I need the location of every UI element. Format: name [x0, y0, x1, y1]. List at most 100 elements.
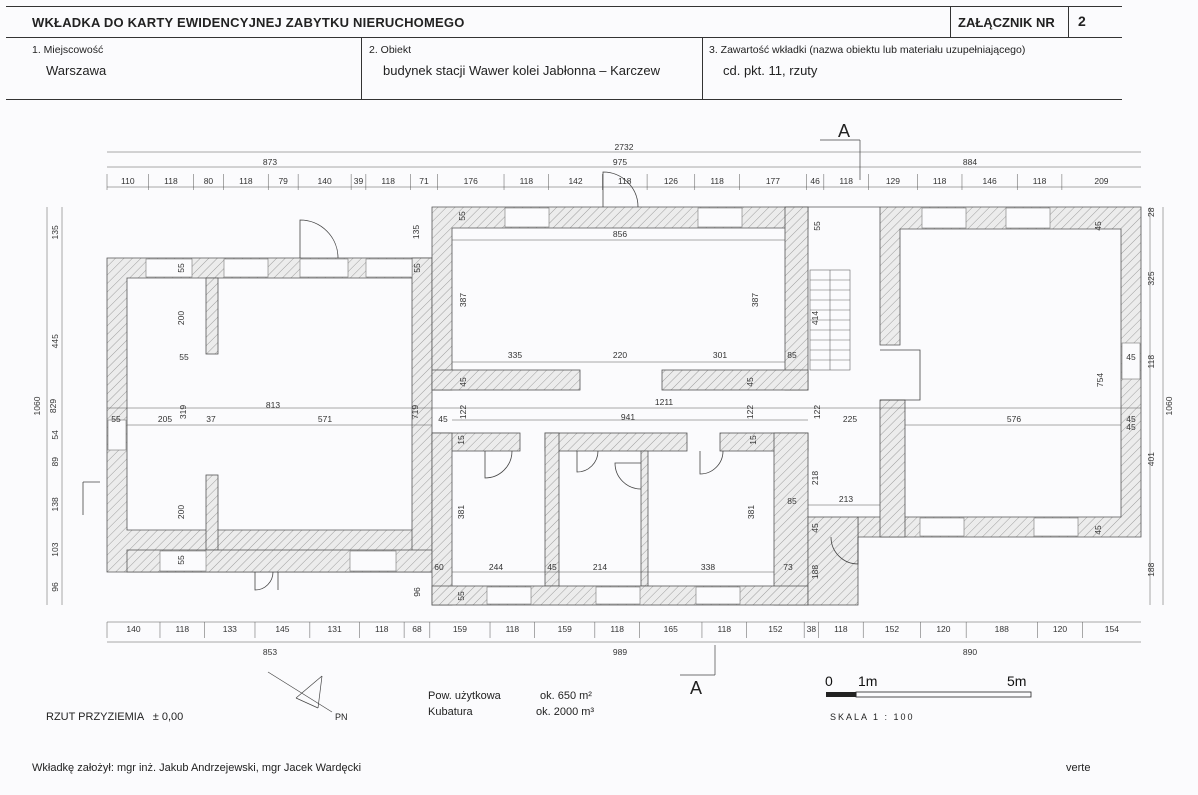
scale-bar [826, 691, 1032, 698]
authors: Wkładkę założył: mgr inż. Jakub Andrzeje… [32, 762, 362, 774]
dim-top-total: 2732 [615, 142, 634, 152]
scale-label-1m: 1m [858, 673, 877, 689]
dim-interior-label: 338 [701, 562, 715, 572]
dim-interior-label: 381 [746, 505, 756, 519]
door-swing [299, 219, 339, 259]
door-swing [82, 481, 100, 515]
field-divider-1 [361, 37, 362, 99]
dim-top-group-left: 873 [263, 157, 277, 167]
dim-bottom-label: 118 [176, 624, 190, 634]
area-label: Pow. użytkowa [428, 690, 501, 702]
dim-top-label: 80 [204, 176, 214, 186]
window [504, 207, 550, 228]
field-value-object: budynek stacji Wawer kolei Jabłonna – Ka… [383, 63, 660, 78]
dim-interior-label: 45 [745, 377, 755, 387]
building-walls [106, 206, 1142, 606]
volume-value: ok. 2000 m³ [536, 706, 595, 718]
dim-interior-label: 220 [613, 350, 627, 360]
right-wing-inner-wall [879, 399, 906, 538]
north-arrow [267, 671, 333, 713]
dim-interior-label: 45 [438, 414, 448, 424]
dim-bottom-label: 140 [126, 624, 140, 634]
dim-left-label: 135 [50, 225, 60, 239]
dim-interior-label: 135 [411, 225, 421, 239]
dim-interior-label: 60 [434, 562, 444, 572]
dim-interior-label: 85 [787, 350, 797, 360]
door-swing [602, 171, 639, 208]
dim-left-label: 54 [50, 430, 60, 440]
dim-bottom-label: 145 [275, 624, 289, 634]
dim-bottom-label: 152 [768, 624, 782, 634]
dim-interior-label: 85 [787, 496, 797, 506]
scale-label-0: 0 [825, 673, 833, 689]
center-upper-bottom-left [431, 369, 581, 391]
center-lower-right-wall [773, 432, 809, 606]
dim-interior-label: 387 [458, 293, 468, 307]
dim-bottom-group-right: 890 [963, 647, 977, 657]
window [349, 550, 397, 572]
scale-label-5m: 5m [1007, 673, 1026, 689]
dim-top-label: 79 [278, 176, 288, 186]
dim-bottom-label: 165 [664, 624, 678, 634]
window [299, 258, 349, 278]
window [223, 258, 269, 278]
door-swing [484, 450, 513, 479]
dim-interior-label: 15 [456, 435, 466, 445]
window [697, 207, 743, 228]
dim-bottom-label: 118 [375, 624, 389, 634]
dim-interior-label: 188 [810, 565, 820, 579]
window [595, 586, 641, 605]
dim-bottom-label: 118 [506, 624, 520, 634]
window-openings [107, 207, 1141, 605]
dim-interior-label: 55 [457, 211, 467, 221]
dim-interior-label: 55 [179, 352, 189, 362]
north-label: PN [335, 712, 348, 722]
dim-interior-label: 856 [613, 229, 627, 239]
dim-top-label: 126 [664, 176, 678, 186]
volume-label: Kubatura [428, 706, 473, 718]
dim-top-label: 209 [1094, 176, 1108, 186]
dim-bottom-label: 118 [610, 624, 624, 634]
dim-left-group: 829 [48, 399, 58, 413]
dim-top-label: 129 [886, 176, 900, 186]
dim-left-label: 96 [50, 582, 60, 592]
center-lower-top-mid [544, 432, 688, 452]
page-title: WKŁADKA DO KARTY EWIDENCYJNEJ ZABYTKU NI… [32, 15, 465, 30]
dim-interior-label: 225 [843, 414, 857, 424]
window [921, 207, 967, 229]
annex-label: ZAŁĄCZNIK NR [958, 15, 1055, 30]
door-swing [614, 462, 642, 490]
floor-title-name: RZUT PRZYZIEMIA [46, 711, 144, 723]
dim-interior-label: 122 [812, 405, 822, 419]
dim-interior-label: 205 [158, 414, 172, 424]
annex-number-divider [1068, 6, 1069, 37]
dim-interior-label: 576 [1007, 414, 1021, 424]
dim-right-label: 401 [1146, 452, 1156, 466]
dim-interior-label: 55 [176, 555, 186, 565]
dim-interior-label: 754 [1095, 373, 1105, 387]
dim-right-label: 325 [1146, 271, 1156, 285]
field-label-object: 2. Obiekt [369, 44, 412, 56]
dim-top-label: 46 [810, 176, 820, 186]
frame-top [6, 6, 1122, 7]
section-line [680, 139, 861, 676]
dim-left-label: 89 [50, 457, 60, 467]
dim-top-label: 118 [933, 176, 947, 186]
dim-interior-label: 45 [1126, 422, 1136, 432]
dim-top-label: 118 [381, 176, 395, 186]
window [486, 586, 532, 605]
dim-top-label: 71 [419, 176, 429, 186]
dim-interior-label: 37 [206, 414, 216, 424]
header-divider [6, 37, 1122, 38]
dim-interior-label: 55 [456, 591, 466, 601]
dim-bottom-label: 131 [328, 624, 342, 634]
dim-interior-label: 45 [1126, 352, 1136, 362]
dim-interior-label: 122 [745, 405, 755, 419]
dim-interior-label: 45 [547, 562, 557, 572]
dim-right-label: 188 [1146, 562, 1156, 576]
window [159, 550, 207, 572]
